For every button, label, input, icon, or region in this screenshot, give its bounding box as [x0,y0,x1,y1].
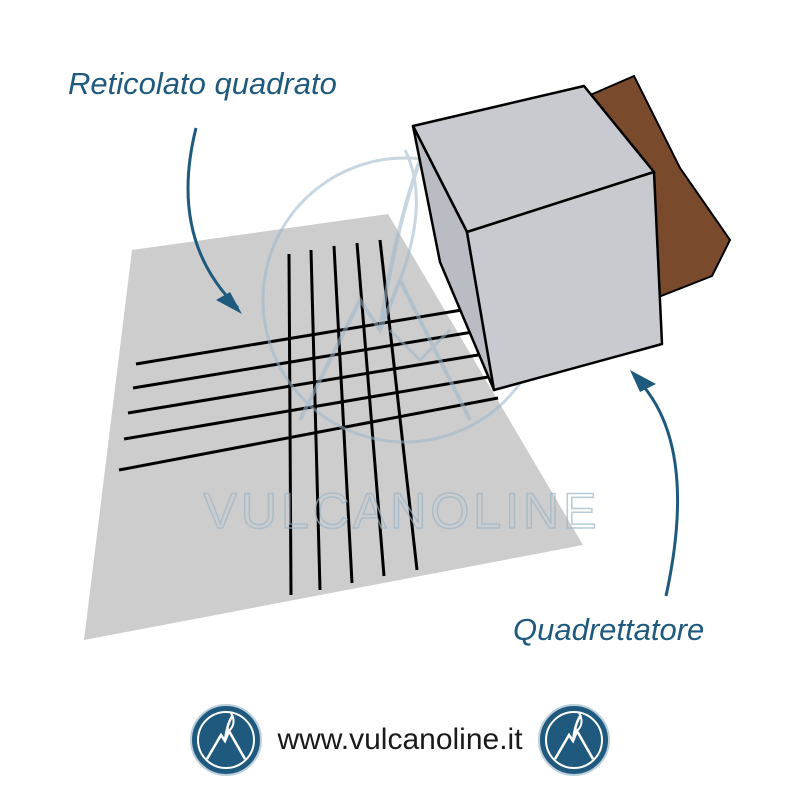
cube-front-face [465,170,664,392]
watermark-text: VULCANOLINE [204,483,601,539]
grid-line-vertical [355,242,386,577]
quadrettatore-cube [411,84,664,392]
grid-line-horizontal [123,374,495,441]
grid-line-vertical [332,245,354,584]
grid-line-vertical [309,249,322,591]
label-quadrettatore: Quadrettatore [513,612,705,647]
vulcanoline-logo-icon [190,704,263,776]
label-reticolato-quadrato: Reticolato quadrato [68,66,337,101]
vulcanoline-logo-icon [537,704,610,776]
paper-sheet [84,214,583,640]
grid-line-vertical [287,253,293,596]
website-url[interactable]: www.vulcanoline.it [277,723,523,756]
grid-line-horizontal [132,328,486,390]
arrow-to-grid [186,127,242,314]
grid-line-horizontal [118,396,499,472]
footer: www.vulcanoline.it [0,700,800,780]
arrow-to-cube [630,370,679,597]
grid-line-horizontal [135,305,481,366]
grid-line-horizontal [127,351,491,415]
